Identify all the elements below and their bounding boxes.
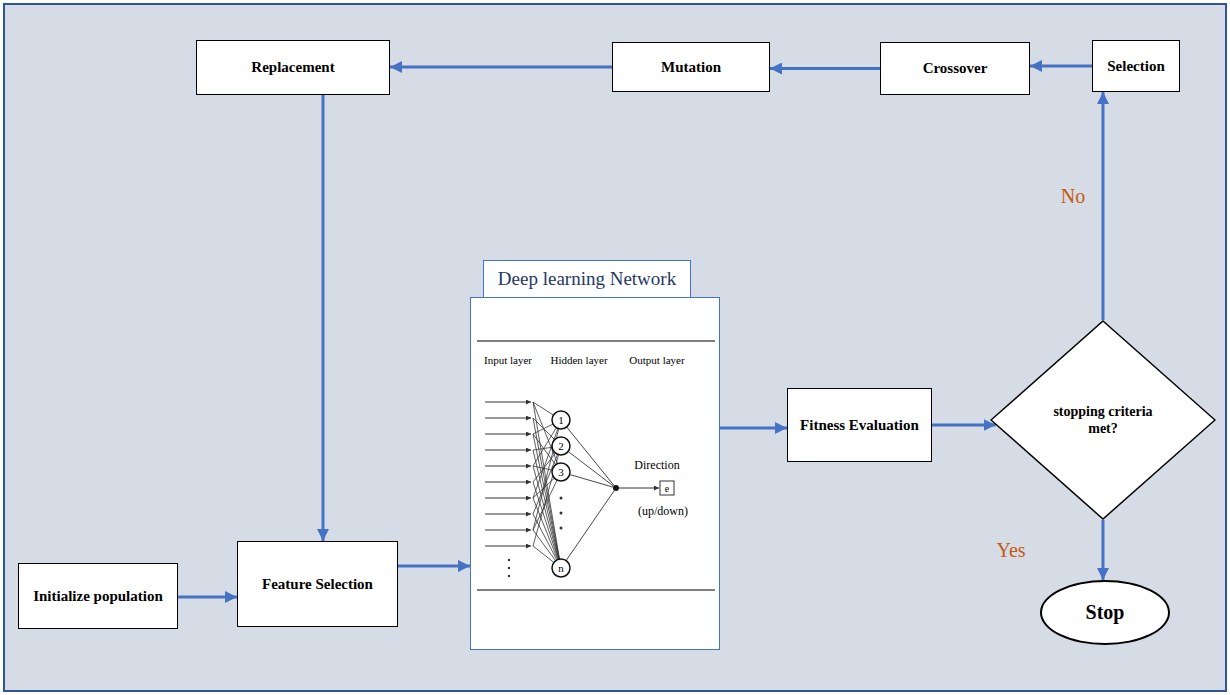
node-text: Initialize population [33, 587, 163, 606]
process-box: Crossover [880, 42, 1030, 95]
flow-arrow [1102, 520, 1105, 580]
node-text: Mutation [661, 58, 721, 77]
network-panel: Deep learning NetworkInput layerHidden l… [470, 297, 720, 650]
layer-name: Input layer [484, 354, 532, 366]
process-box: Selection [1092, 40, 1180, 92]
network-illustration [471, 298, 721, 651]
output-name: Direction [634, 459, 679, 472]
edge-label: No [1061, 185, 1085, 208]
neuron-circle [552, 411, 570, 429]
decision-diamond: stopping criteria met? [990, 320, 1216, 520]
flow-arrow [770, 67, 880, 70]
layer-name: Hidden layer [550, 354, 607, 366]
node-text: Replacement [251, 58, 334, 77]
layer-name: Output layer [629, 354, 684, 366]
flow-arrow [1102, 92, 1105, 320]
flow-arrow [398, 565, 470, 568]
panel-title: Deep learning Network [483, 260, 691, 298]
output-symbol: e [665, 483, 669, 494]
process-box: Mutation [612, 42, 770, 92]
rule-line [477, 589, 715, 591]
output-box [660, 481, 674, 495]
flow-arrow [322, 95, 325, 541]
process-box: Feature Selection [237, 541, 398, 627]
process-box: Replacement [196, 40, 390, 95]
flow-arrow [720, 427, 787, 430]
diamond-shape [991, 321, 1215, 519]
node-text: Crossover [923, 59, 988, 78]
neuron-number: 1 [558, 414, 564, 426]
network-lines [485, 402, 674, 577]
neuron-number: 3 [558, 466, 564, 478]
neuron-circle [552, 463, 570, 481]
neuron-circle [552, 559, 570, 577]
edge-label: Yes [996, 539, 1025, 562]
output-name: (up/down) [638, 505, 688, 518]
process-box: Initialize population [18, 563, 178, 629]
flow-arrow [1030, 65, 1092, 68]
flow-arrow [932, 424, 996, 427]
flow-arrow [178, 596, 237, 599]
neuron-circle [552, 437, 570, 455]
diamond-outline [990, 320, 1216, 520]
rule-line [477, 340, 715, 342]
node-text: Feature Selection [262, 575, 373, 594]
neuron-number: 2 [558, 440, 564, 452]
node-text: Fitness Evaluation [800, 416, 919, 435]
terminal-ellipse: Stop [1040, 580, 1170, 645]
node-text: stopping criteria met? [1053, 403, 1153, 438]
neuron-number: n [558, 562, 564, 574]
node-text: Selection [1107, 57, 1165, 76]
node-text: Stop [1086, 600, 1125, 625]
flow-arrow [390, 66, 612, 69]
process-box: Fitness Evaluation [787, 388, 932, 462]
